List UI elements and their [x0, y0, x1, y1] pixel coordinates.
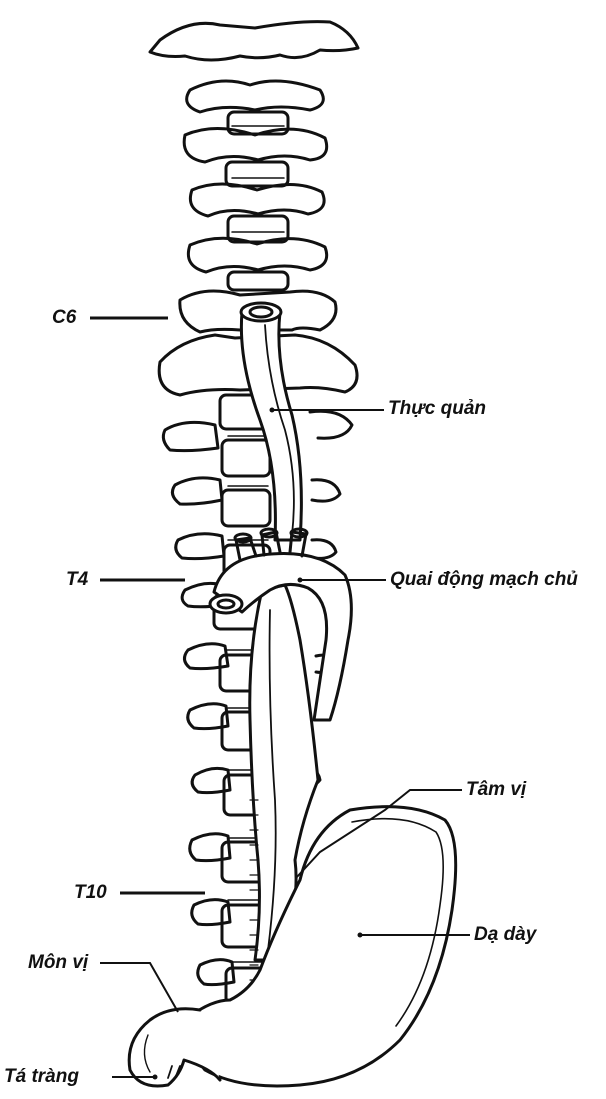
cervical-vertebrae: [184, 81, 327, 290]
label-cardia: Tâm vị: [466, 780, 526, 799]
label-duodenum: Tá tràng: [4, 1067, 79, 1086]
label-t4: T4: [66, 570, 88, 589]
label-aortic-arch: Quai động mạch chủ: [390, 570, 578, 589]
label-pylorus: Môn vị: [28, 953, 88, 972]
label-c6: C6: [52, 308, 76, 327]
label-stomach: Dạ dày: [474, 925, 536, 944]
label-t10: T10: [74, 883, 107, 902]
label-esophagus: Thực quản: [388, 399, 486, 418]
atlas-vertebra: [150, 22, 358, 60]
